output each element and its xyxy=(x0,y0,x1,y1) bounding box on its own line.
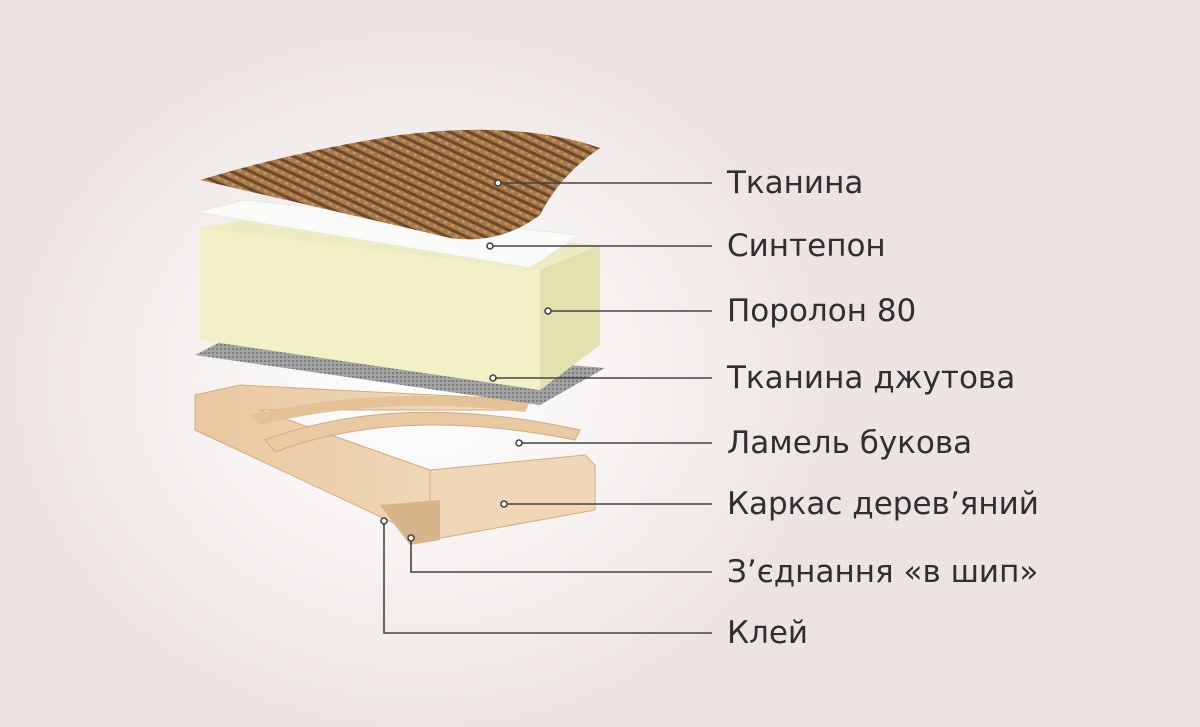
label-fabric: Тканина xyxy=(727,165,864,201)
label-glue: Клей xyxy=(727,615,809,651)
leader-lines xyxy=(380,179,712,634)
fabric-layer xyxy=(200,129,600,240)
beech-slats xyxy=(250,395,581,453)
label-beech-slat: Ламель букова xyxy=(727,425,973,461)
synthetic-padding-layer xyxy=(194,199,582,269)
label-wooden-frame: Каркас дерев’яний xyxy=(727,486,1039,522)
label-synthetic-padding: Синтепон xyxy=(727,228,886,264)
label-foam: Поролон 80 xyxy=(727,293,917,329)
label-tenon-joint: З’єднання «в шип» xyxy=(727,554,1039,590)
wooden-frame xyxy=(194,384,596,545)
label-jute-fabric: Тканина джутова xyxy=(727,360,1016,396)
